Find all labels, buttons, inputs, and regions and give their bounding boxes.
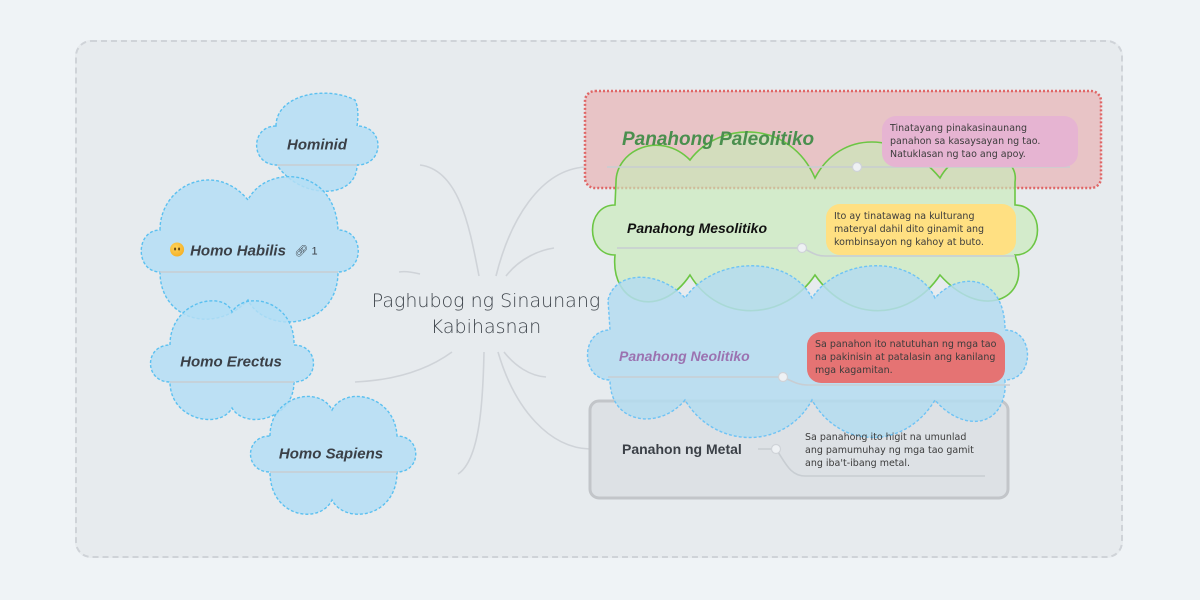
node-homo-erectus-label: Homo Erectus bbox=[180, 353, 282, 371]
node-homo-erectus[interactable]: Homo Erectus bbox=[180, 354, 282, 371]
connector-paleolitiko bbox=[495, 166, 586, 277]
confused-face-icon bbox=[170, 242, 185, 257]
connector-homo-erectus bbox=[354, 351, 453, 383]
paleolitiko-collapse-toggle[interactable] bbox=[851, 161, 863, 173]
hyperlink-badge[interactable]: 🔗︎ 1 bbox=[294, 245, 317, 258]
link-count: 1 bbox=[311, 245, 318, 258]
hominid-cloud-shape bbox=[255, 92, 379, 192]
node-homo-habilis[interactable]: Homo Habilis bbox=[170, 242, 286, 260]
node-metal-label: Panahon ng Metal bbox=[622, 441, 742, 457]
neolitiko-note-text: Sa panahon ito natutuhan ng mga tao na p… bbox=[815, 339, 997, 376]
mesolitiko-note[interactable]: Ito ay tinatawag na kulturang materyal d… bbox=[826, 204, 1016, 255]
node-panahong-paleolitiko[interactable]: Panahong Paleolitiko bbox=[622, 129, 814, 151]
central-topic[interactable]: Paghubog ng Sinaunang Kabihasnan bbox=[372, 288, 601, 340]
paleolitiko-note[interactable]: Tinatayang pinakasinaunang panahon sa ka… bbox=[882, 116, 1078, 167]
metal-note-text: Sa panahong ito higit na umunlad ang pam… bbox=[805, 432, 974, 469]
link-icon: 🔗︎ bbox=[294, 245, 309, 258]
node-paleolitiko-label: Panahong Paleolitiko bbox=[622, 129, 815, 150]
neolitiko-note[interactable]: Sa panahon ito natutuhan ng mga tao na p… bbox=[807, 332, 1005, 383]
node-homo-sapiens[interactable]: Homo Sapiens bbox=[279, 446, 383, 463]
node-neolitiko-label: Panahong Neolitiko bbox=[619, 348, 750, 364]
connector-homo-habilis bbox=[398, 270, 421, 275]
mesolitiko-collapse-toggle[interactable] bbox=[796, 242, 808, 254]
central-topic-line2: Kabihasnan bbox=[430, 316, 542, 338]
metal-collapse-toggle[interactable] bbox=[770, 443, 782, 455]
mesolitiko-note-text: Ito ay tinatawag na kulturang materyal d… bbox=[834, 211, 985, 248]
node-hominid[interactable]: Hominid bbox=[287, 137, 347, 154]
node-panahong-neolitiko[interactable]: Panahong Neolitiko bbox=[619, 348, 750, 364]
node-panahon-ng-metal[interactable]: Panahon ng Metal bbox=[622, 441, 742, 457]
connector-homo-sapiens bbox=[457, 351, 485, 475]
connector-mesolitiko bbox=[505, 247, 555, 277]
node-homo-sapiens-label: Homo Sapiens bbox=[278, 445, 384, 463]
paleolitiko-note-text: Tinatayang pinakasinaunang panahon sa ka… bbox=[890, 123, 1041, 160]
connector-hominid bbox=[419, 164, 480, 277]
node-mesolitiko-label: Panahong Mesolitiko bbox=[627, 220, 768, 236]
metal-note[interactable]: Sa panahong ito higit na umunlad ang pam… bbox=[798, 425, 988, 476]
node-homo-habilis-label: Homo Habilis bbox=[190, 242, 286, 260]
neolitiko-collapse-toggle[interactable] bbox=[777, 371, 789, 383]
connector-neolitiko bbox=[503, 351, 547, 378]
node-hominid-label: Hominid bbox=[287, 136, 347, 154]
homo-erectus-cloud-shape bbox=[149, 300, 315, 421]
node-panahong-mesolitiko[interactable]: Panahong Mesolitiko bbox=[627, 220, 767, 236]
homo-habilis-cloud-shape bbox=[140, 175, 359, 323]
connector-metal bbox=[497, 351, 591, 450]
central-topic-line1: Paghubog ng Sinaunang bbox=[371, 290, 601, 312]
